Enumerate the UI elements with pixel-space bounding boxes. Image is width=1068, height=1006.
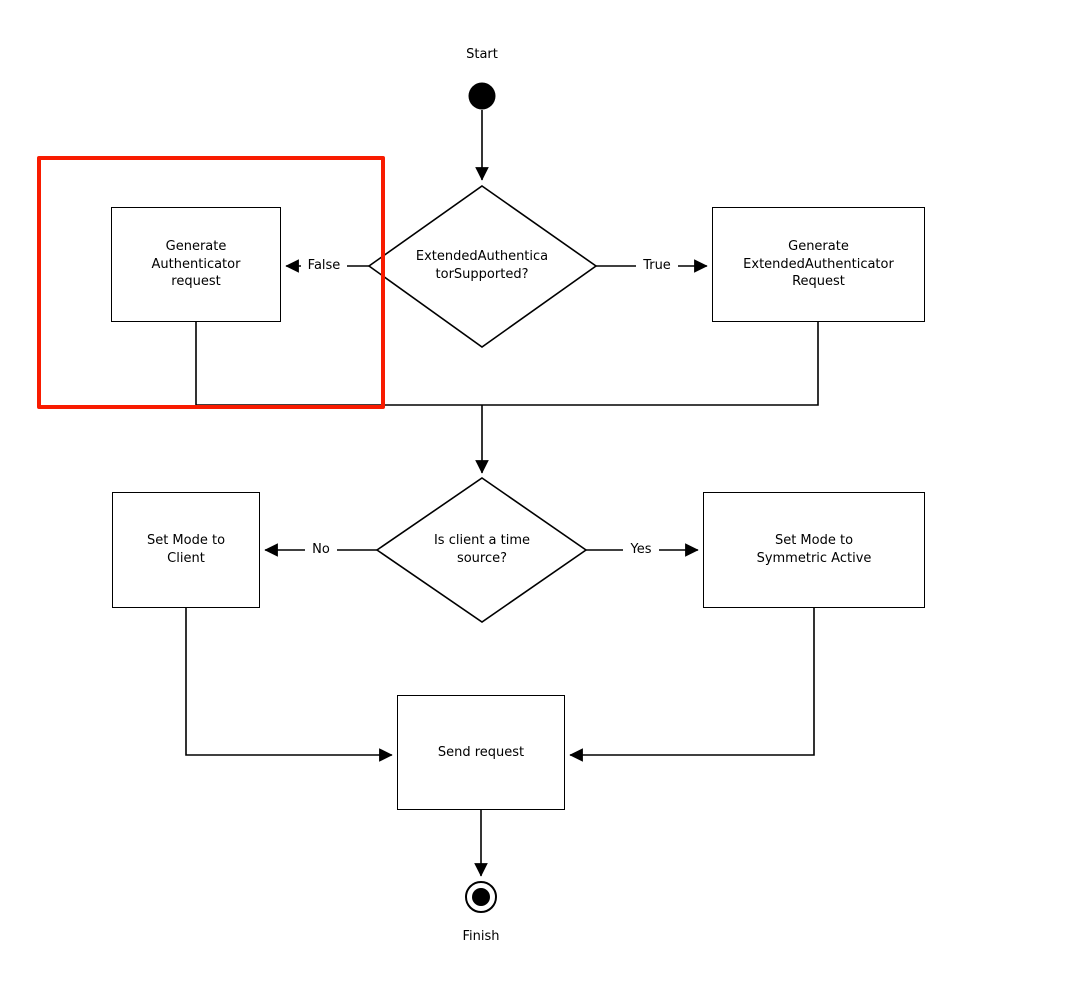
edge-merge-bar [195,322,819,406]
edge-label-no: No [305,540,337,559]
edge-label-yes: Yes [623,540,659,559]
box-generate-extended-authenticator-request: Generate ExtendedAuthenticator Request [712,207,925,322]
finish-node-inner [472,888,490,906]
box-set-mode-to-symmetric-active: Set Mode to Symmetric Active [703,492,925,608]
decision-is-client-time-source: Is client a time source? [433,533,531,566]
start-node [468,82,496,110]
highlight-annotation-rect [37,156,385,409]
box-set-mode-to-client: Set Mode to Client [112,492,260,608]
edge-symmetric-to-send [569,608,815,762]
decision1-diamond [367,185,598,348]
edge-label-false: False [301,256,347,275]
decision-extended-authenticator-supported: ExtendedAuthentica torSupported? [415,249,549,282]
decision2-diamond [375,477,588,623]
edge-label-true: True [636,256,678,275]
start-label: Start [466,46,498,62]
box-send-request: Send request [397,695,565,810]
edge-client-to-send [185,608,393,762]
box-generate-authenticator-request: Generate Authenticator request [111,207,281,322]
finish-label: Finish [462,928,500,944]
